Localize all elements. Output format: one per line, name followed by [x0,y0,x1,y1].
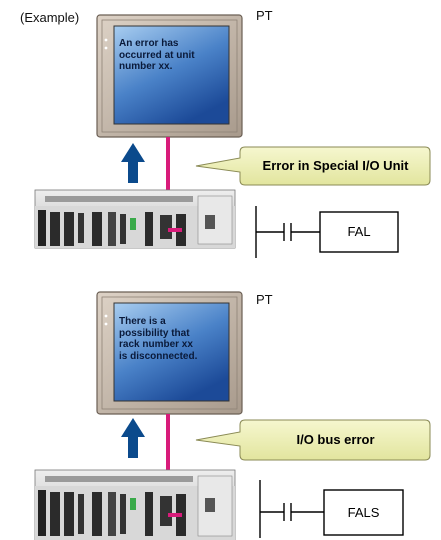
ladder-fal [255,206,399,258]
diagram-bottom-graphics [34,291,431,540]
fals-instruction-box [323,489,404,536]
pt-label-top: PT [256,8,273,23]
callout-shape-bottom [195,419,431,461]
fal-instruction-box [319,211,399,253]
screen-line: There is a [119,316,166,327]
example-label: (Example) [20,10,80,25]
arrow-up-icon [121,418,145,458]
callout-io-bus-error: I/O bus error [296,432,375,447]
screen-line: rack number xx [119,339,193,350]
screen-line: possibility that [119,327,190,339]
pt-screen-message-top: An error has occurred at unit number xx. [119,38,229,73]
pt-screen-top [113,25,230,125]
pt-screen-message-bottom: There is a possibility that rack number … [119,316,231,362]
pt-device-bottom [96,291,243,415]
screen-line: occurred at unit [119,49,195,61]
pt-screen-bottom [113,302,230,402]
diagram-top-graphics [34,14,431,258]
screen-line: number xx. [119,61,173,72]
screen-line: is disconnected. [119,350,198,362]
pt-device-top [96,14,243,138]
pt-label-bottom: PT [256,292,273,307]
callout-error-special-io: Error in Special I/O Unit [262,158,409,173]
plc-rack-top [34,189,236,249]
plc-rack-bottom [34,469,236,540]
arrow-up-icon [121,143,145,183]
fal-instruction-label: FAL [347,224,371,239]
callout-shape-top [195,146,431,186]
fals-instruction-label: FALS [347,505,380,520]
screen-line: An error has [119,38,179,49]
ladder-fals [259,480,404,538]
